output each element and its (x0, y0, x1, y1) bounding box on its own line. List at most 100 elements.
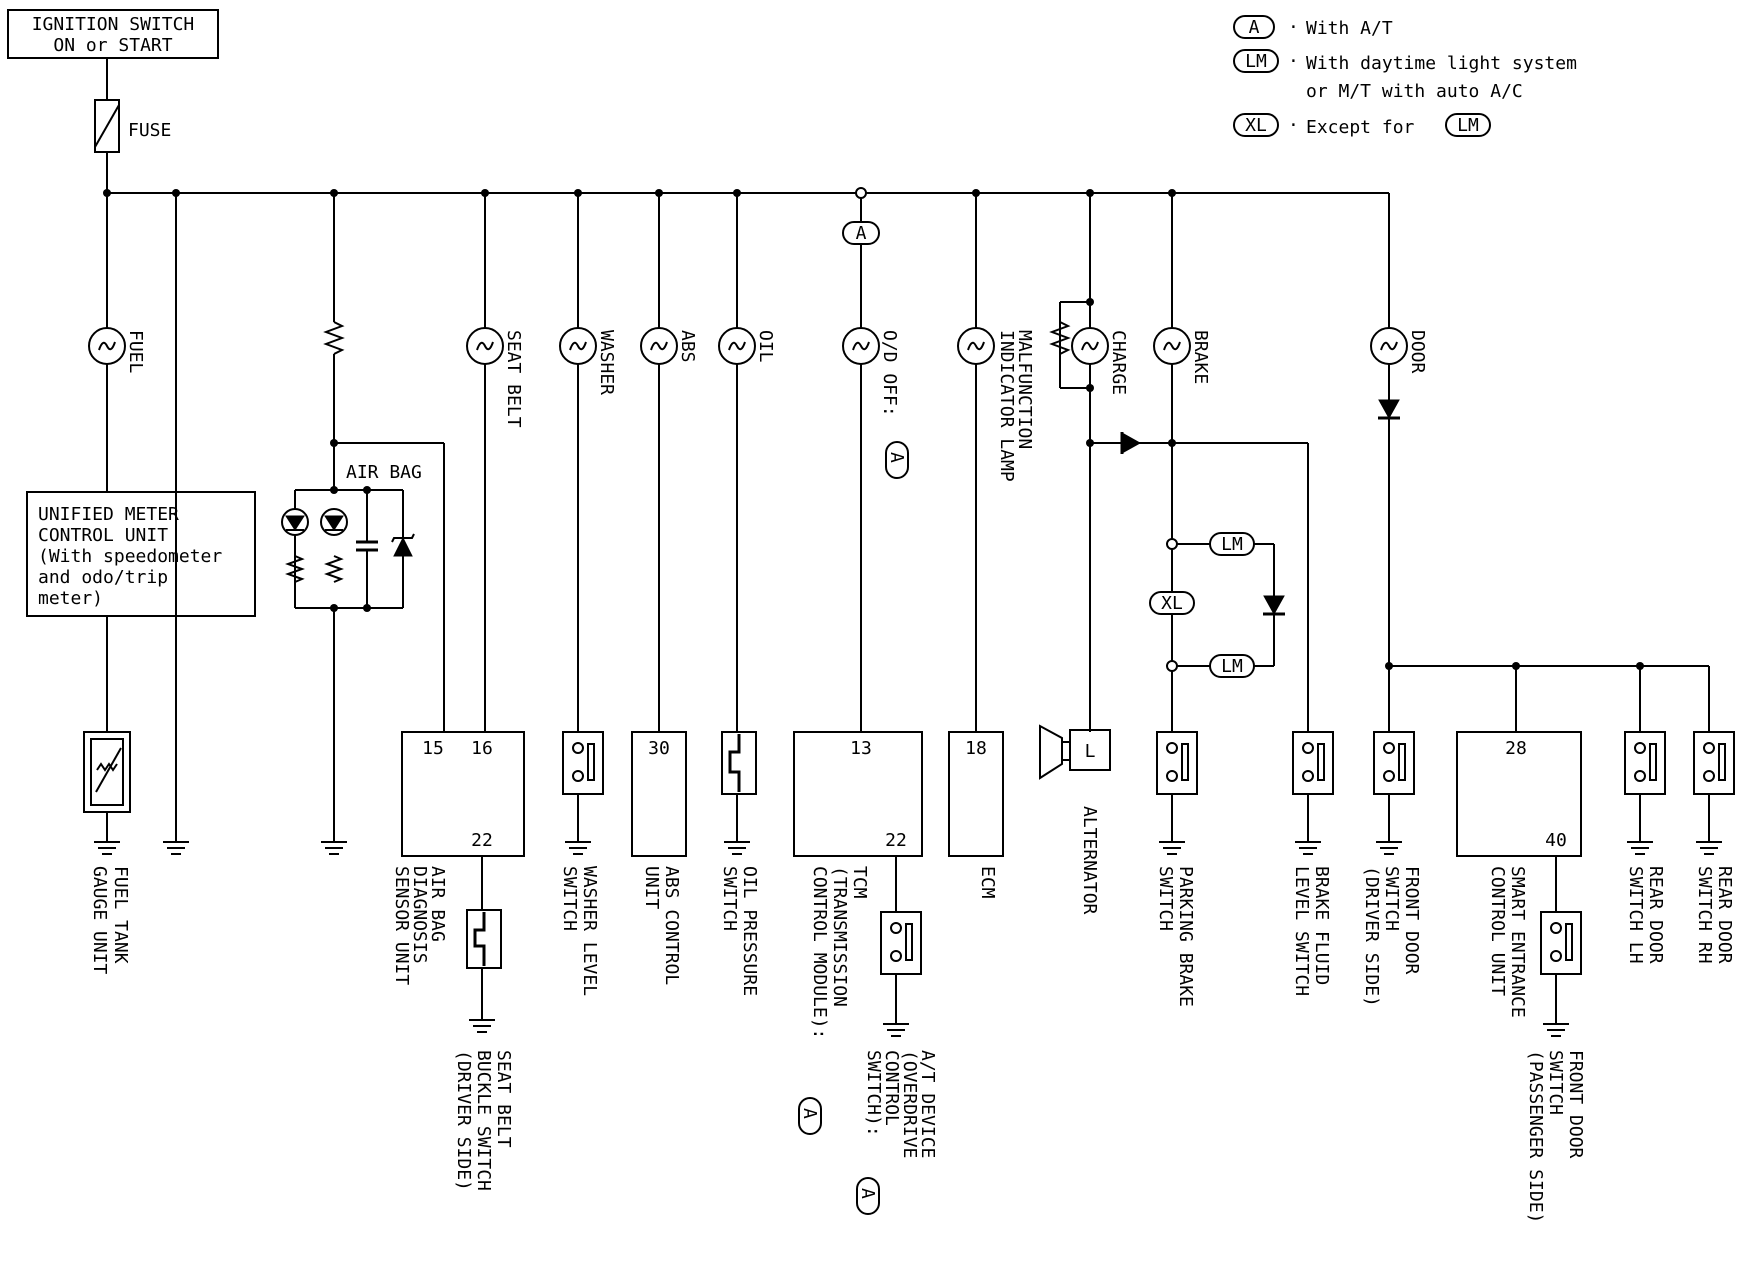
option-codes-a-label: A (799, 1108, 820, 1119)
resistor-icon (323, 321, 345, 355)
air-bag-label: AIR BAG (346, 462, 422, 483)
label-label: · (1288, 115, 1299, 136)
fuel-column: FUEL UNIFIED METER CONTROL UNIT (With sp… (26, 193, 256, 975)
ignition-line-2: ON or START (53, 35, 172, 56)
mil-lamp-icon (957, 327, 995, 365)
unified-meter-control-unit (26, 491, 256, 617)
ground-icon (1627, 841, 1653, 855)
smart-entrance-control-unit (1456, 731, 1582, 857)
legend-text-xl: Except for (1306, 117, 1415, 138)
components-rear-door-rh-0-label: REAR DOOR (1714, 866, 1735, 964)
washer-lamp-label: WASHER (596, 330, 617, 395)
components-fuel-tank-1-label: GAUGE UNIT (89, 866, 110, 975)
components-tcm-1-label: (TRANSMISSION (829, 866, 850, 1007)
legend-1-code-label: LM (1245, 51, 1267, 72)
diode-icon (1263, 595, 1285, 616)
components-airbag-unit-0-label: AIR BAG (427, 866, 448, 942)
ground-icon (724, 841, 750, 855)
pins-ecm-18-label: 18 (965, 738, 987, 759)
lamps-mil-1-label: MALFUNCTION (1014, 330, 1035, 449)
ground-icon (163, 841, 189, 855)
zener-diode-icon (391, 533, 415, 557)
components-airbag-unit-1-label: DIAGNOSIS (409, 866, 430, 964)
ground-icon (565, 841, 591, 855)
ecm-box (948, 731, 1004, 857)
seat-belt-lamp-icon (466, 327, 504, 365)
legend-2-ref-label: LM (1457, 115, 1479, 136)
components-washer-switch-0-label: WASHER LEVEL (579, 866, 600, 996)
ground-icon (1376, 841, 1402, 855)
components-abs-unit-1-label: UNIT (641, 866, 662, 910)
parking-brake-switch-icon (1156, 731, 1198, 795)
led-icon (281, 508, 309, 536)
charge-lamp-icon (1071, 327, 1109, 365)
od-off-lamp-label: O/D OFF: (879, 330, 900, 417)
abs-lamp-label: ABS (677, 330, 698, 363)
resistor-icon (285, 555, 305, 583)
components-airbag-unit-2-label: SENSOR UNIT (391, 866, 412, 985)
pins-airbag-22-label: 22 (471, 830, 493, 851)
washer-column: WASHER WASHER LEVEL SWITCH (559, 193, 617, 996)
option-codes-a-label: A (857, 1188, 878, 1199)
meter-unit-0-label: UNIFIED METER (38, 504, 179, 525)
components-parking-brake-0-label: PARKING BRAKE (1175, 866, 1196, 1007)
components-front-door-drv-1-label: SWITCH (1381, 866, 1402, 931)
rear-door-switch-rh-icon (1693, 731, 1735, 795)
overdrive-control-switch-icon (880, 911, 922, 975)
rear-door-switch-lh-icon (1624, 731, 1666, 795)
abs-lamp-icon (640, 327, 678, 365)
components-tcm-0-label: TCM (849, 866, 870, 899)
legend-text-lm-2: or M/T with auto A/C (1306, 81, 1523, 102)
washer-level-switch-icon (562, 731, 604, 795)
abs-column: ABS 30 ABS CONTROL UNIT (631, 193, 698, 985)
led-icon (320, 508, 348, 536)
tcm-box (793, 731, 923, 857)
components-tcm-2-label: CONTROL MODULE): (809, 866, 830, 1039)
oil-column: OIL OIL PRESSURE SWITCH (718, 193, 776, 996)
ground-icon (883, 1023, 909, 1037)
capacitor-icon (356, 490, 378, 608)
components-seat-belt-switch-1-label: BUCKLE SWITCH (473, 1050, 494, 1191)
door-column: DOOR FRONT DOOR SWITCH (DRIVER SIDE) (1361, 327, 1735, 1223)
components-ecm-0-label: ECM (977, 866, 998, 899)
charge-lamp-label: CHARGE (1108, 330, 1129, 395)
option-codes-xl-label: XL (1161, 593, 1183, 614)
od-off-lamp-icon (842, 327, 880, 365)
resistor-icon (1049, 321, 1071, 355)
diode-icon (1120, 432, 1142, 454)
components-oil-switch-1-label: SWITCH (719, 866, 740, 931)
legend-2-code-label: XL (1245, 115, 1267, 136)
pins-smart-28-label: 28 (1505, 738, 1527, 759)
ground-icon (469, 1019, 495, 1033)
door-lamp-label: DOOR (1407, 330, 1428, 374)
components-front-door-drv-0-label: FRONT DOOR (1401, 866, 1422, 975)
option-codes-lm-label: LM (1221, 534, 1243, 555)
fuse: FUSE (94, 99, 171, 153)
legend-text-a: With A/T (1306, 18, 1393, 39)
fuel-lamp-icon (88, 327, 126, 365)
components-front-door-drv-2-label: (DRIVER SIDE) (1361, 866, 1382, 1007)
label-label: · (1288, 51, 1299, 72)
components-at-device-1-label: (OVERDRIVE (899, 1050, 920, 1158)
meter-unit-3-label: and odo/trip (38, 567, 168, 588)
components-rear-door-lh-0-label: REAR DOOR (1645, 866, 1666, 964)
components-rear-door-rh-1-label: SWITCH RH (1694, 866, 1715, 964)
option-codes-lm-label: LM (1221, 656, 1243, 677)
od-off-column: A O/D OFF: A 13 22 TCM (TRANSMISSION CON… (793, 198, 938, 1215)
ground-icon (1696, 841, 1722, 855)
components-brake-fluid-1-label: LEVEL SWITCH (1291, 866, 1312, 996)
oil-lamp-icon (718, 327, 756, 365)
ground-icon (94, 841, 120, 855)
brake-column: BRAKE LM XL LM (1149, 193, 1334, 1007)
pins-tcm-22-label: 22 (885, 830, 907, 851)
pins-airbag-15-label: 15 (422, 738, 444, 759)
components-abs-unit-0-label: ABS CONTROL (661, 866, 682, 985)
door-lamp-icon (1370, 327, 1408, 365)
front-door-switch-driver-icon (1373, 731, 1415, 795)
option-codes-a-label: A (886, 452, 907, 463)
legend-text-lm-1: With daytime light system (1306, 53, 1577, 74)
seat-belt-lamp-label: SEAT BELT (503, 330, 524, 428)
brake-lamp-icon (1153, 327, 1191, 365)
washer-lamp-icon (559, 327, 597, 365)
brake-fluid-level-switch-icon (1292, 731, 1334, 795)
